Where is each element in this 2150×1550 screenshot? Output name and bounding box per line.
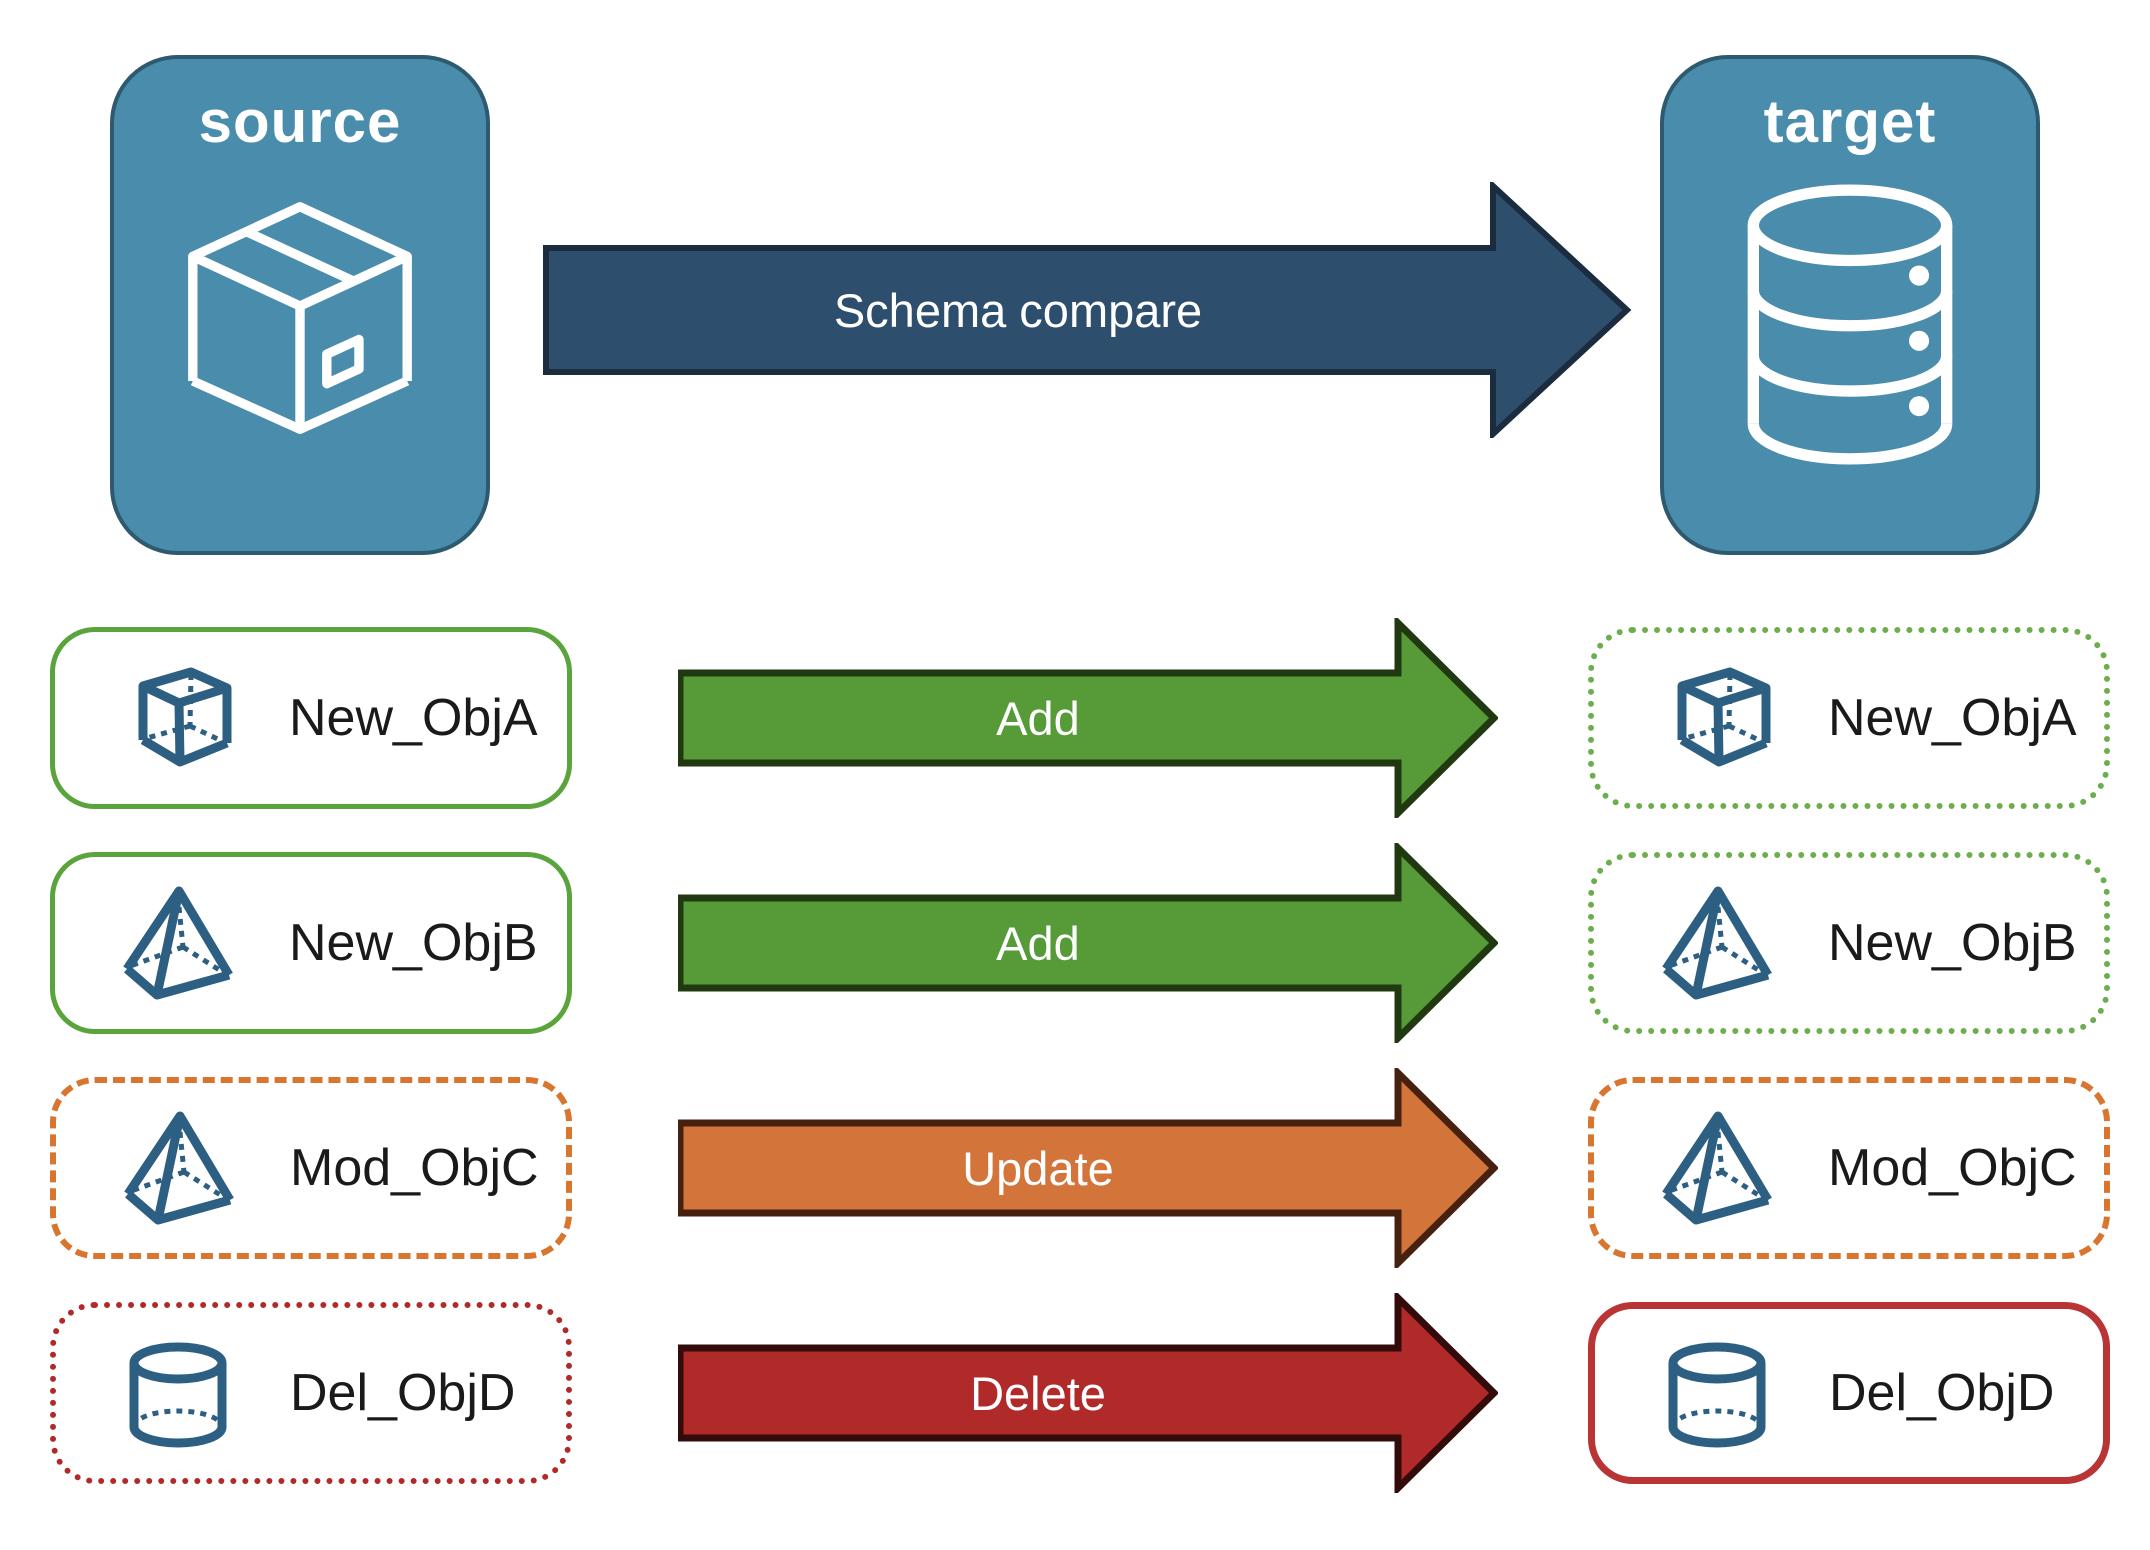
object-label: New_ObjA bbox=[1828, 689, 2077, 747]
object-label: Mod_ObjC bbox=[1828, 1139, 2077, 1197]
add-arrow-shape bbox=[678, 843, 1498, 1043]
object-label: New_ObjB bbox=[289, 914, 538, 972]
add-arrow-label: Add bbox=[996, 691, 1080, 745]
cube-icon bbox=[1656, 658, 1776, 778]
source-node-label: source bbox=[198, 88, 402, 155]
delete-arrow: Delete bbox=[678, 1293, 1498, 1493]
source-object-box-new-obja: New_ObjA bbox=[50, 627, 572, 809]
source-object-box-mod-objc: Mod_ObjC bbox=[50, 1077, 572, 1259]
cube-icon bbox=[117, 658, 237, 778]
add-arrow-row2: Add bbox=[678, 843, 1498, 1043]
package-box-icon bbox=[188, 202, 412, 434]
source-object-box-new-objb: New_ObjB bbox=[50, 852, 572, 1034]
add-arrow-shape bbox=[678, 618, 1498, 818]
pyramid-icon bbox=[1656, 1108, 1776, 1228]
schema-compare-arrow-shape bbox=[543, 182, 1632, 438]
pyramid-icon bbox=[117, 883, 237, 1003]
update-arrow: Update bbox=[678, 1068, 1498, 1268]
target-node: target bbox=[1660, 55, 2040, 555]
delete-arrow-shape bbox=[678, 1293, 1498, 1493]
target-object-box-new-objb: New_ObjB bbox=[1588, 852, 2110, 1034]
delete-arrow-label: Delete bbox=[970, 1366, 1106, 1420]
schema-compare-arrow-label: Schema compare bbox=[833, 283, 1203, 337]
target-object-box-new-obja: New_ObjA bbox=[1588, 627, 2110, 809]
add-arrow-row1: Add bbox=[678, 618, 1498, 818]
source-object-box-del-objd: Del_ObjD bbox=[50, 1302, 572, 1484]
pyramid-icon bbox=[1656, 883, 1776, 1003]
object-label: Mod_ObjC bbox=[290, 1139, 539, 1197]
object-label: New_ObjB bbox=[1828, 914, 2077, 972]
target-node-label: target bbox=[1763, 88, 1937, 155]
update-arrow-label: Update bbox=[962, 1141, 1114, 1195]
object-label: Del_ObjD bbox=[1829, 1364, 2055, 1422]
source-node: source bbox=[110, 55, 490, 555]
cylinder-icon bbox=[118, 1333, 238, 1453]
object-label: Del_ObjD bbox=[290, 1364, 516, 1422]
cylinder-icon bbox=[1657, 1333, 1777, 1453]
object-label: New_ObjA bbox=[289, 689, 538, 747]
target-object-box-mod-objc: Mod_ObjC bbox=[1588, 1077, 2110, 1259]
add-arrow-label: Add bbox=[996, 916, 1080, 970]
database-icon bbox=[1747, 184, 1953, 465]
update-arrow-shape bbox=[678, 1068, 1498, 1268]
schema-compare-arrow: Schema compare bbox=[543, 182, 1633, 438]
target-object-box-del-objd: Del_ObjD bbox=[1588, 1302, 2110, 1484]
pyramid-icon bbox=[118, 1108, 238, 1228]
